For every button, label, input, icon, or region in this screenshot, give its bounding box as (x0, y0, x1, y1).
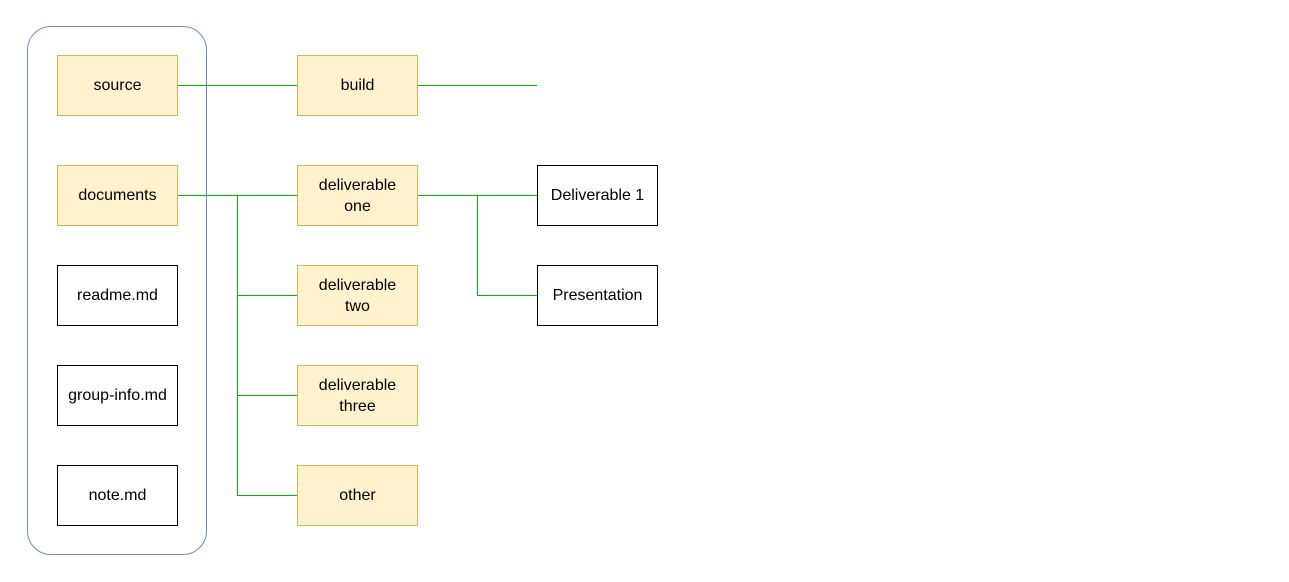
file-readme[interactable]: readme.md (57, 265, 178, 326)
file-presentation[interactable]: Presentation (537, 265, 658, 326)
folder-deliverable-one[interactable]: deliverable one (297, 165, 418, 226)
folder-deliverable-two[interactable]: deliverable two (297, 265, 418, 326)
folder-other[interactable]: other (297, 465, 418, 526)
file-deliverable-1[interactable]: Deliverable 1 (537, 165, 658, 226)
file-note[interactable]: note.md (57, 465, 178, 526)
root-folder-group (27, 26, 207, 555)
file-group-info[interactable]: group-info.md (57, 365, 178, 426)
folder-deliverable-three[interactable]: deliverable three (297, 365, 418, 426)
folder-source[interactable]: source (57, 55, 178, 116)
folder-build[interactable]: build (297, 55, 418, 116)
folder-documents[interactable]: documents (57, 165, 178, 226)
